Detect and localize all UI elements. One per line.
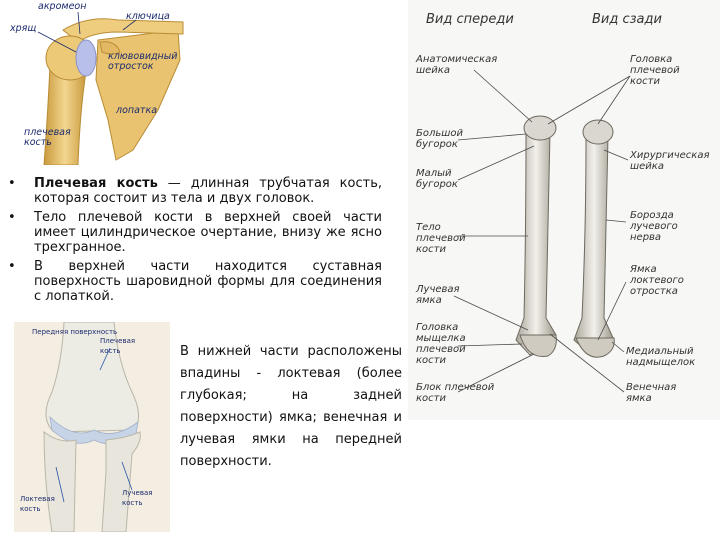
label-coracoid: клювовидный отросток <box>108 51 178 72</box>
elbow-illustration <box>14 321 170 533</box>
label-radius: Лучевая кость <box>122 489 153 507</box>
bullet-dot: • <box>8 210 16 225</box>
label-surgical-neck: Хирургическая шейка <box>630 150 710 172</box>
shoulder-figure: акромеон ключица хрящ клювовидный отрост… <box>8 0 186 166</box>
label-coronoid-fossa: Венечная ямка <box>626 382 677 404</box>
label-radial-fossa: Лучевая ямка <box>416 284 460 306</box>
title-front-view: Вид спереди <box>426 12 514 27</box>
bullet-item-3: • В верхней части находится суставная пов… <box>8 259 382 304</box>
label-scapula: лопатка <box>116 105 158 116</box>
bullet-text: Тело плечевой кости в верхней своей част… <box>34 210 382 255</box>
label-clavicle: ключица <box>126 11 170 22</box>
label-humerus-body: Тело плечевой кости <box>416 222 466 255</box>
label-olecranon-fossa: Ямка локтевого отростка <box>630 264 684 297</box>
label-trochlea: Блок плечевой кости <box>416 382 495 404</box>
bullet-text: — длинная трубчатая кость, которая состо… <box>34 176 382 206</box>
label-anatomical-neck: Анатомическая шейка <box>416 54 498 76</box>
bullet-bold-term: Плечевая кость <box>34 176 158 191</box>
elbow-figure: Передняя поверхность Плечевая кость Локт… <box>14 321 170 533</box>
humerus-figure: Вид спереди Вид сзади Анатомическая шейк… <box>408 0 720 420</box>
label-cartilage: хрящ <box>10 23 37 34</box>
label-ulna: Локтевая кость <box>20 495 55 513</box>
label-humerus-head: Головка плечевой кости <box>630 54 680 87</box>
humerus-illustration <box>408 0 720 420</box>
label-front-surface: Передняя поверхность <box>32 328 118 336</box>
bullet-item-2: • Тело плечевой кости в верхней своей час… <box>8 210 382 255</box>
label-medial-epicondyle: Медиальный надмыщелок <box>626 346 696 368</box>
label-radial-groove: Борозда лучевого нерва <box>630 210 678 243</box>
label-lesser-tubercle: Малый бугорок <box>416 168 458 190</box>
bullet-list: • Плечевая кость — длинная трубчатая кост… <box>8 176 382 308</box>
shoulder-illustration <box>37 11 184 166</box>
lower-paragraph: В нижней части расположены впадины - лок… <box>180 344 402 469</box>
bullet-item-1: • Плечевая кость — длинная трубчатая кост… <box>8 176 382 206</box>
title-back-view: Вид сзади <box>592 12 662 27</box>
label-greater-tubercle: Большой бугорок <box>416 128 464 150</box>
label-humerus-elbow: Плечевая кость <box>100 337 136 355</box>
label-humerus: плечевая кость <box>24 127 71 148</box>
bullet-dot: • <box>8 259 16 274</box>
bullet-text: В верхней части находится суставная пове… <box>34 259 382 304</box>
label-condyle-head: Головка мыщелка плечевой кости <box>416 322 466 366</box>
bullet-dot: • <box>8 176 16 191</box>
label-acromion: акромеон <box>38 1 87 12</box>
